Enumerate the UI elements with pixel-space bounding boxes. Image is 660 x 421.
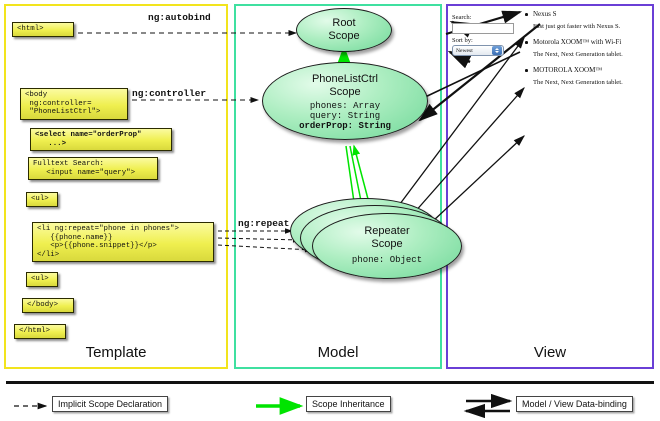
legend-divider (6, 381, 654, 384)
scope-root: Root Scope (296, 8, 392, 52)
search-label: Search: (452, 14, 472, 21)
list-item[interactable]: Motorola XOOM™ with Wi-Fi The Next, Next… (524, 38, 650, 59)
sort-select-value: Newest (456, 47, 473, 54)
edge-label-repeat: ng:repeat (238, 218, 290, 229)
phone-name: MOTOROLA XOOM™ (524, 66, 650, 75)
legend-implicit-scope: Implicit Scope Declaration (52, 396, 169, 412)
panel-label-model: Model (317, 344, 359, 361)
list-item[interactable]: MOTOROLA XOOM™ The Next, Next Generation… (524, 66, 650, 87)
phone-snippet: Fast just got faster with Nexus S. (533, 23, 621, 30)
scope-phonelistctrl-attrs: phones: Array query: String orderProp: S… (299, 101, 391, 131)
search-input[interactable] (452, 23, 514, 34)
phone-snippet: The Next, Next Generation tablet. (533, 51, 623, 58)
panel-label-view: View (533, 344, 567, 361)
scope-repeater-attrs: phone: Object (351, 255, 423, 265)
edge-label-autobind: ng:autobind (148, 12, 211, 23)
scope-phonelistctrl: PhoneListCtrl Scope phones: Array query:… (262, 62, 428, 140)
code-box-ul-open: <ul> (26, 192, 58, 207)
code-box-ul-close: <ul> (26, 272, 58, 287)
chevron-updown-icon (492, 46, 502, 55)
scope-repeater: Repeater Scope phone: Object (312, 213, 462, 279)
scope-root-title: Root Scope (328, 17, 360, 42)
code-box-body-open: <body ng:controller= "PhoneListCtrl"> (20, 88, 128, 120)
phone-snippet: The Next, Next Generation tablet. (533, 79, 623, 86)
panel-label-template: Template (85, 344, 147, 361)
list-item[interactable]: Nexus S Fast just got faster with Nexus … (524, 10, 650, 31)
code-box-search: Fulltext Search: <input name="query"> (28, 157, 158, 181)
panel-template (4, 4, 228, 369)
scope-phonelistctrl-title: PhoneListCtrl Scope (311, 73, 379, 98)
panel-model (234, 4, 442, 369)
code-box-html-open: <html> (12, 22, 74, 37)
sort-select[interactable]: Newest (452, 45, 504, 56)
phone-name: Motorola XOOM™ with Wi-Fi (524, 38, 650, 47)
legend-data-binding: Model / View Data-binding (516, 396, 633, 412)
code-box-li-repeat: <li ng:repeat="phone in phones"> {{phone… (32, 222, 214, 263)
sort-label: Sort by: (452, 37, 473, 44)
scope-repeater-title: Repeater Scope (364, 225, 410, 250)
phone-list: Nexus S Fast just got faster with Nexus … (524, 10, 650, 94)
code-box-html-close: </html> (14, 324, 66, 339)
code-box-select: <select name="orderProp" ...> (30, 128, 172, 152)
edge-label-controller: ng:controller (132, 88, 207, 99)
phone-name: Nexus S (524, 10, 650, 19)
legend-scope-inheritance: Scope Inheritance (306, 396, 391, 412)
code-box-body-close: </body> (22, 298, 74, 313)
